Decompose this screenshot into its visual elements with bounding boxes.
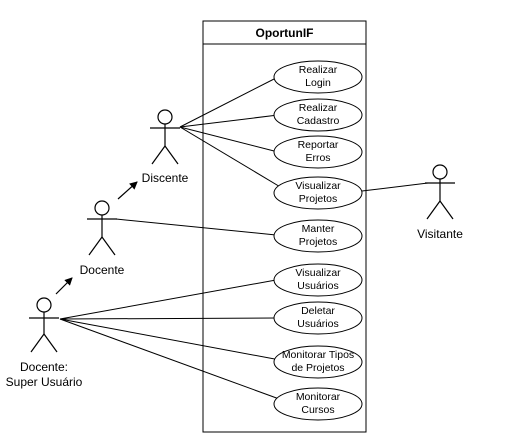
actor-visitante: Visitante xyxy=(417,164,463,241)
assoc-super-visualizar-usuarios xyxy=(59,279,277,320)
use-case-label: Monitorar xyxy=(296,391,341,403)
use-case-monitorar-cursos: Monitorar Cursos xyxy=(273,387,363,421)
generalization-super-docente xyxy=(55,277,73,295)
stick-figure-icon xyxy=(29,297,59,353)
use-case-label: Reportar xyxy=(298,139,339,151)
actor-docente: Docente xyxy=(80,200,125,277)
use-case-label: Visualizar xyxy=(295,180,341,192)
actor-label: Super Usuário xyxy=(6,375,83,389)
use-case-realizar-cadastro: Realizar Cadastro xyxy=(273,98,363,132)
assoc-discente-reportar xyxy=(179,126,279,153)
use-case-label: Usuários xyxy=(297,318,338,330)
actor-label: Discente xyxy=(142,171,189,185)
use-case-label: de Projetos xyxy=(291,362,344,374)
actor-label: Visitante xyxy=(417,227,463,241)
use-case-manter-projetos: Manter Projetos xyxy=(273,219,363,253)
use-case-label: Projetos xyxy=(299,193,338,205)
use-case-label: Monitorar Tipos xyxy=(282,349,354,361)
use-case-label: Manter xyxy=(302,223,335,235)
generalization-docente-discente xyxy=(117,181,138,200)
actor-docente-super-usuario: Docente: Super Usuário xyxy=(6,297,83,389)
assoc-super-monitorar-tipos xyxy=(59,318,281,361)
stick-figure-icon xyxy=(425,164,455,220)
use-case-label: Cadastro xyxy=(297,115,340,127)
assoc-super-monitorar-cursos xyxy=(59,318,283,401)
actor-label: Docente: xyxy=(20,360,68,374)
use-case-label: Projetos xyxy=(299,236,338,248)
use-case-label: Cursos xyxy=(301,404,334,416)
actor-label: Docente xyxy=(80,263,125,277)
assoc-super-deletar xyxy=(59,317,277,320)
system-title: OportunIF xyxy=(256,26,314,40)
assoc-discente-login xyxy=(179,76,279,128)
use-case-label: Realizar xyxy=(299,64,338,76)
use-case-visualizar-projetos: Visualizar Projetos xyxy=(273,176,363,210)
use-case-label: Login xyxy=(305,77,331,89)
generalizations xyxy=(55,181,138,295)
stick-figure-icon xyxy=(150,109,180,165)
use-case-label: Visualizar xyxy=(295,267,341,279)
use-case-realizar-login: Realizar Login xyxy=(273,60,363,94)
use-case-visualizar-usuarios: Visualizar Usuários xyxy=(273,263,363,297)
use-case-label: Deletar xyxy=(301,305,335,317)
use-case-monitorar-tipos-projetos: Monitorar Tipos de Projetos xyxy=(273,345,363,379)
use-case-deletar-usuarios: Deletar Usuários xyxy=(273,301,363,335)
use-case-reportar-erros: Reportar Erros xyxy=(273,135,363,169)
assoc-discente-visualizar-projetos xyxy=(179,126,283,189)
use-case-label: Usuários xyxy=(297,280,338,292)
use-case-label: Erros xyxy=(305,152,330,164)
use-case-label: Realizar xyxy=(299,102,338,114)
stick-figure-icon xyxy=(87,200,117,256)
assoc-visitante-visualizar-projetos xyxy=(361,182,429,192)
assoc-docente-manter xyxy=(115,218,277,236)
assoc-discente-cadastro xyxy=(179,114,279,128)
actor-discente: Discente xyxy=(142,109,189,185)
associations xyxy=(59,76,429,401)
